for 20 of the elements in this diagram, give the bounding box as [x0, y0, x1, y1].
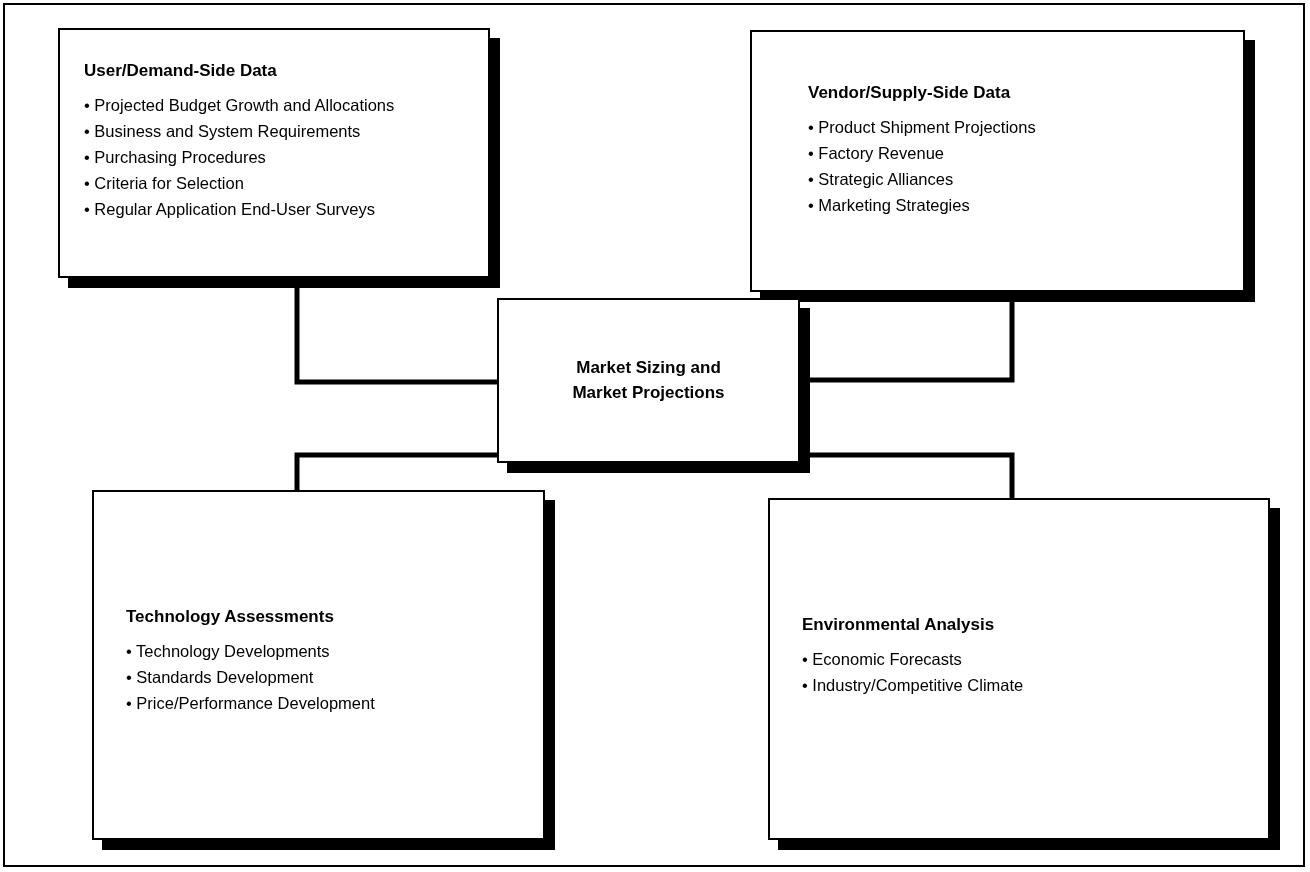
bullet-item: • Standards Development: [126, 666, 315, 688]
connector-line: [294, 452, 497, 490]
bullet-item: • Projected Budget Growth and Allocations: [84, 94, 396, 116]
box-heading: User/Demand-Side Data: [84, 60, 278, 82]
bullet-item: • Economic Forecasts: [802, 648, 963, 670]
center-title: Market Sizing and Market Projections: [571, 356, 726, 404]
box-heading: Environmental Analysis: [802, 614, 996, 636]
bullet-item: • Business and System Requirements: [84, 120, 362, 142]
bullet-item: • Technology Developments: [126, 640, 331, 662]
bullet-item: • Criteria for Selection: [84, 172, 245, 194]
box-heading: Vendor/Supply-Side Data: [808, 82, 1012, 104]
bullet-item: • Marketing Strategies: [808, 194, 971, 216]
bullet-item: • Purchasing Procedures: [84, 146, 267, 168]
bullet-item: • Product Shipment Projections: [808, 116, 1037, 138]
bullet-item: • Regular Application End-User Surveys: [84, 198, 376, 220]
box-heading: Technology Assessments: [126, 606, 335, 628]
bullet-item: • Industry/Competitive Climate: [802, 674, 1025, 696]
bullet-item: • Price/Performance Development: [126, 692, 376, 714]
bullet-item: • Strategic Alliances: [808, 168, 955, 190]
bullet-item: • Factory Revenue: [808, 142, 945, 164]
